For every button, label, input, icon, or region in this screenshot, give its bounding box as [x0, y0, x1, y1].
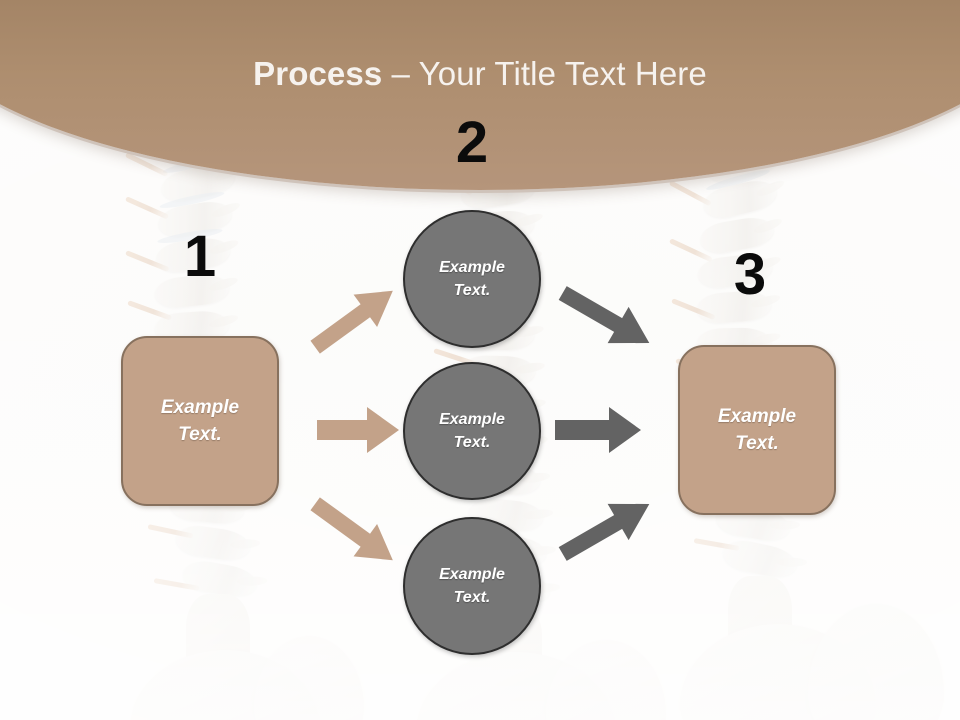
stage-2-circle-3-text: Example Text.: [439, 563, 505, 609]
stage-3-box[interactable]: Example Text.: [678, 345, 836, 515]
arrow-left-mid-icon: [317, 404, 401, 456]
stage-2-circle-2[interactable]: Example Text.: [403, 362, 541, 500]
slide-title: Process – Your Title Text Here: [0, 54, 960, 94]
arrow-left-down-icon: [302, 496, 406, 568]
slide-title-bold: Process: [253, 55, 383, 92]
stage-2-circle-3-line-2: Text.: [453, 589, 491, 606]
step-number-1: 1: [183, 224, 217, 289]
stage-2-circle-1-text: Example Text.: [439, 256, 505, 302]
stage-1-box-line-2: Text.: [178, 424, 222, 445]
stage-2-circle-2-line-1: Example: [439, 411, 505, 428]
step-number-2: 2: [455, 110, 489, 175]
stage-2-circle-1-line-2: Text.: [453, 282, 491, 299]
stage-3-box-line-2: Text.: [735, 433, 779, 454]
slide-title-rest: – Your Title Text Here: [382, 55, 707, 92]
stage-1-box-line-1: Example: [160, 397, 240, 418]
arrow-right-up-icon: [552, 492, 660, 566]
stage-2-circle-1[interactable]: Example Text.: [403, 210, 541, 348]
arrow-right-down-icon: [552, 281, 660, 355]
step-number-3: 3: [733, 242, 767, 307]
arrow-right-mid-icon: [555, 404, 643, 456]
stage-2-circle-3-line-1: Example: [439, 566, 505, 583]
stage-1-box-text: Example Text.: [161, 394, 239, 448]
stage-3-box-text: Example Text.: [718, 403, 796, 457]
stage-2-circle-3[interactable]: Example Text.: [403, 517, 541, 655]
stage-2-circle-1-line-1: Example: [439, 259, 505, 276]
stage-3-box-line-1: Example: [717, 406, 797, 427]
stage-2-circle-2-line-2: Text.: [453, 434, 491, 451]
arrow-left-up-icon: [302, 283, 406, 355]
stage-2-circle-2-text: Example Text.: [439, 408, 505, 454]
stage-1-box[interactable]: Example Text.: [121, 336, 279, 506]
